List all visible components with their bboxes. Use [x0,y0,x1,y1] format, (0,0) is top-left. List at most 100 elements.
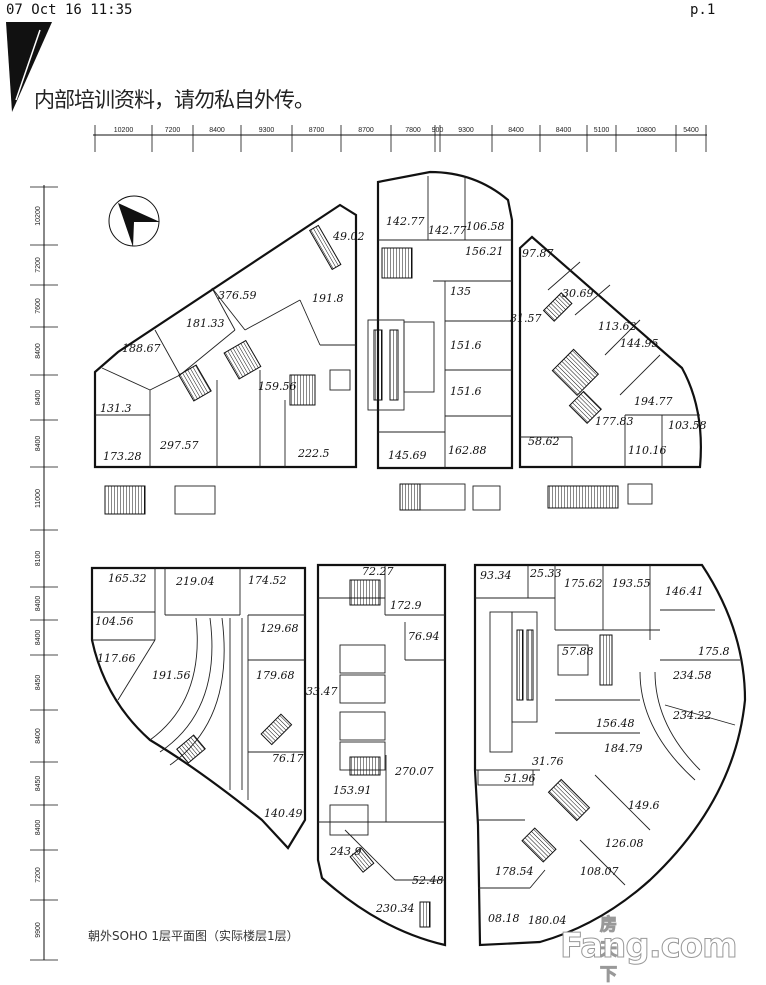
dimension-label: 900 [432,127,444,134]
dimension-label: 8400 [556,127,572,134]
area-label: 181.33 [186,317,225,330]
svg-text:N: N [138,229,151,242]
dimension-label: 7200 [165,127,181,134]
area-label: 234.22 [672,709,712,722]
dimension-label: 5100 [594,127,610,134]
area-label: 52.48 [412,874,444,887]
dimension-label: 8400 [35,820,42,836]
area-label: 104.56 [95,615,134,628]
dimension-label: 8450 [35,675,42,691]
dimension-label: 9300 [259,127,275,134]
area-label: 129.68 [260,622,299,635]
area-label: 159.56 [258,380,297,393]
fax-page-number: p.1 [690,2,716,18]
fax-timestamp: 07 Oct 16 11:35 [6,2,133,18]
dimension-label: 7600 [35,298,42,314]
area-label: 165.32 [108,572,147,585]
dimension-label: 8400 [508,127,524,134]
north-arrow-icon: N [108,195,160,247]
area-label: 179.68 [256,669,295,682]
area-label: 178.54 [495,865,534,878]
dimension-label: 8400 [35,343,42,359]
area-label: 49.02 [332,230,365,243]
area-label: 135 [450,285,471,298]
dimension-label: 9300 [458,127,474,134]
dimension-label: 8450 [35,776,42,792]
area-label: 175.8 [698,645,730,658]
area-labels-north-center: 142.77 142.77 106.58 156.21 135 151.6 15… [386,215,505,462]
area-label: 177.83 [595,415,634,428]
fax-corner-mark [6,22,52,112]
area-label: 153.91 [333,784,372,797]
dimension-label: 8400 [209,127,225,134]
dimension-label: 10200 [114,127,134,134]
area-label: 08.18 [488,912,520,925]
area-label: 191.8 [312,292,344,305]
area-label: 180.04 [528,914,567,927]
left-dimension-line: 1020072007600840084008400110008100840084… [30,185,58,961]
area-label: 126.08 [605,837,644,850]
area-labels-southwest: 165.32 219.04 174.52 104.56 129.68 117.6… [95,572,304,820]
area-label: 194.77 [634,395,673,408]
area-label: 103.58 [668,419,707,432]
area-label: 151.6 [450,339,482,352]
area-labels-northeast: 97.87 30.69 31.57 113.62 144.95 194.77 1… [510,247,707,457]
area-label: 76.94 [408,630,440,643]
area-label: 110.16 [628,444,667,457]
area-label: 142.77 [386,215,425,228]
area-label: 162.88 [448,444,487,457]
area-label: 297.57 [159,439,199,452]
area-label: 219.04 [175,575,215,588]
area-label: 140.49 [264,807,303,820]
building-block-northeast [518,235,702,469]
area-label: 243.9 [329,845,362,858]
confidential-notice: 内部培训资料，请勿私自外传。 [34,88,315,112]
floor-plan-caption: 朝外SOHO 1层平面图（实际楼层1层） [88,929,299,943]
dimension-label: 10800 [636,127,656,134]
area-label: 156.48 [596,717,635,730]
dimension-label: 8100 [35,551,42,567]
area-label: 175.62 [564,577,603,590]
area-label: 270.07 [394,765,434,778]
area-label: 25.33 [529,567,562,580]
area-labels-northwest: 376.59 191.8 181.33 188.67 131.3 173.28 … [100,230,365,463]
dimension-label: 8400 [35,728,42,744]
area-label: 76.17 [272,752,304,765]
area-labels-south-center: 72.27 172.9 76.94 33.47 270.07 153.91 24… [306,565,444,915]
dimension-label: 7200 [35,257,42,273]
area-label: 188.67 [122,342,161,355]
area-label: 230.34 [375,902,415,915]
dimension-label: 11000 [35,489,42,508]
area-labels-southeast: 93.34 25.33 175.62 193.55 146.41 175.8 5… [480,567,730,927]
area-label: 172.9 [390,599,422,612]
area-label: 117.66 [97,652,136,665]
area-label: 193.55 [612,577,651,590]
area-label: 151.6 [450,385,482,398]
area-label: 97.87 [522,247,554,260]
area-label: 51.96 [504,772,536,785]
dimension-label: 7200 [35,867,42,883]
building-block-southeast [473,563,747,947]
dimension-label: 5400 [683,127,699,134]
area-label: 156.21 [465,245,504,258]
area-label: 58.62 [528,435,560,448]
area-label: 72.27 [362,565,394,578]
building-block-northwest [93,203,358,469]
area-label: 108.07 [580,865,619,878]
area-label: 30.69 [562,287,594,300]
dimension-label: 7800 [405,127,421,134]
area-label: 144.95 [620,337,659,350]
area-label: 93.34 [480,569,512,582]
detached-structures [104,483,653,515]
area-label: 146.41 [665,585,704,598]
area-label: 184.79 [604,742,643,755]
dimension-label: 9900 [35,922,42,938]
area-label: 31.57 [510,312,542,325]
dimension-label: 8400 [35,436,42,452]
area-label: 376.59 [218,289,257,302]
area-label: 145.69 [388,449,427,462]
dimension-label: 8700 [358,127,374,134]
area-label: 234.58 [672,669,712,682]
